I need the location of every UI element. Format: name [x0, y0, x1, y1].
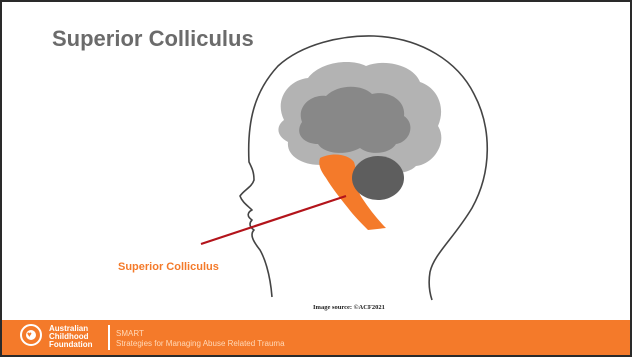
- program-info: SMART Strategies for Managing Abuse Rela…: [116, 329, 285, 349]
- heart-circle-icon: ♥: [20, 324, 42, 346]
- head-brain-illustration: [2, 2, 630, 320]
- program-tagline: Strategies for Managing Abuse Related Tr…: [116, 339, 285, 349]
- org-logo-text: Australian Childhood Foundation: [49, 325, 93, 349]
- footer-bar: ♥ Australian Childhood Foundation SMART …: [2, 320, 630, 355]
- superior-colliculus-label: Superior Colliculus: [118, 261, 219, 273]
- program-name: SMART: [116, 329, 285, 339]
- image-credit: Image source: ©ACF2021: [313, 304, 385, 311]
- cerebellum: [352, 156, 404, 200]
- pointer-line: [201, 196, 346, 244]
- org-name-line-3: Foundation: [49, 341, 93, 349]
- footer-divider: [108, 325, 110, 350]
